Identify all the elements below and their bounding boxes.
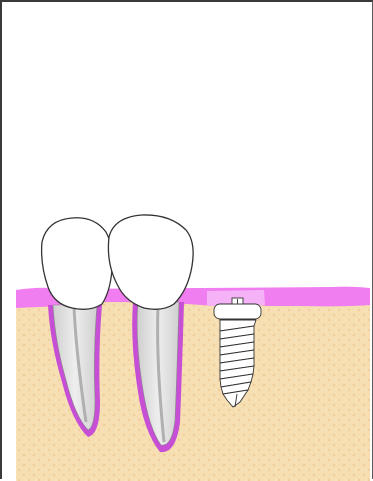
- implant-diagram: [2, 2, 373, 481]
- diagram-frame: [0, 0, 373, 479]
